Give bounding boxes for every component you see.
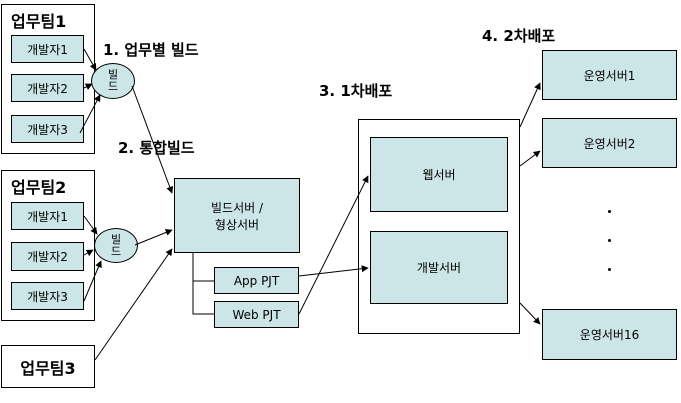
bracket-projects (192, 253, 214, 315)
arrow-t1-dev3 (79, 94, 101, 134)
arrow-stage1-prod2 (519, 150, 541, 167)
arrow-team3-server (94, 248, 173, 361)
team2-dev3-box: 개발자3 (11, 282, 84, 310)
team1-title: 업무팀1 (11, 12, 67, 31)
web-pjt-box: Web PJT (214, 301, 299, 328)
step1-label: 1. 업무별 빌드 (103, 41, 199, 59)
team3-box: 업무팀3 (1, 345, 95, 388)
arrow-t2-dev2 (83, 249, 94, 257)
ellipsis-dot (608, 239, 611, 242)
ellipsis-dot (608, 268, 611, 271)
prod-server-2-box: 운영서버2 (542, 118, 677, 168)
step4-label: 4. 2차배포 (482, 27, 556, 45)
step2-label: 2. 통합빌드 (118, 139, 195, 157)
arrow-app-pjt-devserver (298, 265, 369, 277)
arrow-web-pjt-webserver (298, 175, 369, 315)
prod-server-ellipsis (607, 210, 613, 272)
arrow-t2-dev1 (83, 215, 98, 235)
arrow-t1-dev1 (83, 48, 97, 71)
team1-dev3-box: 개발자3 (11, 115, 84, 143)
arrow-stage1-prod16 (519, 302, 541, 325)
app-pjt-box: App PJT (214, 267, 299, 294)
prod-server-1-box: 운영서버1 (542, 50, 677, 100)
team2-dev1-box: 개발자1 (11, 202, 84, 230)
team1-dev2-box: 개발자2 (11, 74, 84, 102)
arrow-build1-server (131, 85, 174, 194)
team2-dev2-box: 개발자2 (11, 242, 84, 271)
build-server-box: 빌드서버 / 형상서버 (174, 178, 300, 253)
team1-build-node: 빌 드 (91, 63, 135, 99)
team1-dev1-box: 개발자1 (11, 35, 84, 63)
arrow-build2-server (134, 229, 173, 246)
arrow-t2-dev3 (83, 260, 102, 302)
dev-server-box: 개발서버 (370, 231, 508, 304)
arrow-stage1-prod1 (519, 82, 541, 128)
arrow-t1-dev2 (83, 83, 93, 90)
ellipsis-dot (608, 210, 611, 213)
team2-title: 업무팀2 (11, 178, 67, 197)
web-server-box: 웹서버 (370, 137, 508, 212)
prod-server-16-box: 운영서버16 (542, 309, 677, 360)
step3-label: 3. 1차배포 (319, 82, 393, 100)
team2-build-node: 빌 드 (94, 228, 138, 263)
